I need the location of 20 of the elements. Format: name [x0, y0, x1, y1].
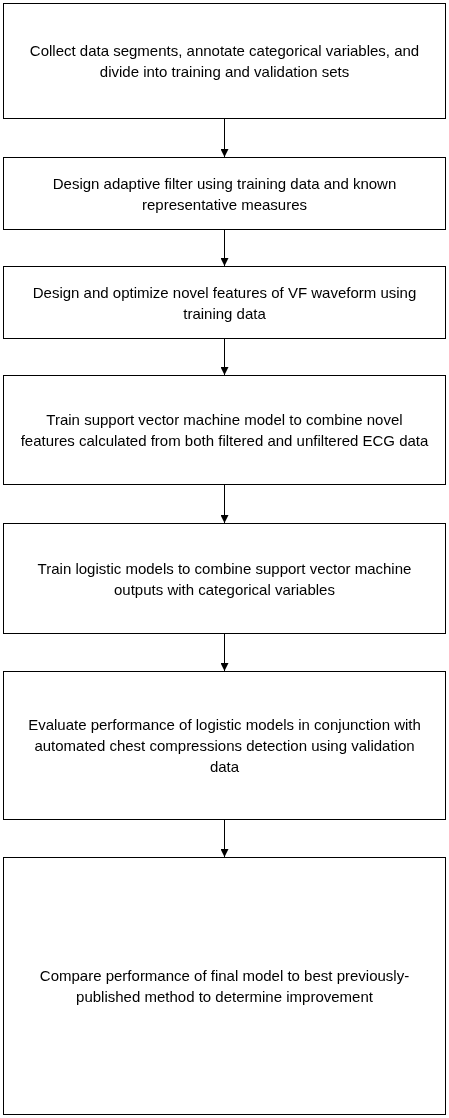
arrow: [220, 819, 229, 858]
step-text: Train logistic models to combine support vector machine outputs with categorical variables: [36, 558, 413, 600]
arrow: [220, 633, 229, 672]
process-box: [3, 523, 446, 634]
process-box: [3, 266, 446, 339]
process-box: [3, 157, 446, 230]
step-text: Compare performance of final model to best previously-published method to determine improvement: [38, 966, 411, 1007]
process-box: [3, 3, 446, 119]
process-box: [3, 375, 446, 485]
step-text: Evaluate performance of logistic models in conjunction with automated chest compressions detection using validation data: [27, 715, 422, 777]
step-text: Design and optimize novel features of VF waveform using training data: [31, 282, 418, 324]
arrow: [220, 484, 229, 524]
arrow: [220, 338, 229, 376]
process-box: [3, 671, 446, 820]
arrow: [220, 118, 229, 158]
step-text: Design adaptive filter using training data and known representative measures: [51, 173, 398, 215]
process-box: [3, 857, 446, 1115]
step-text: Collect data segments, annotate categorical variables, and divide into training and validation sets: [28, 41, 421, 82]
step-text: Train support vector machine model to combine novel features calculated from both filtered and unfiltered ECG data: [19, 410, 430, 451]
arrow: [220, 229, 229, 267]
